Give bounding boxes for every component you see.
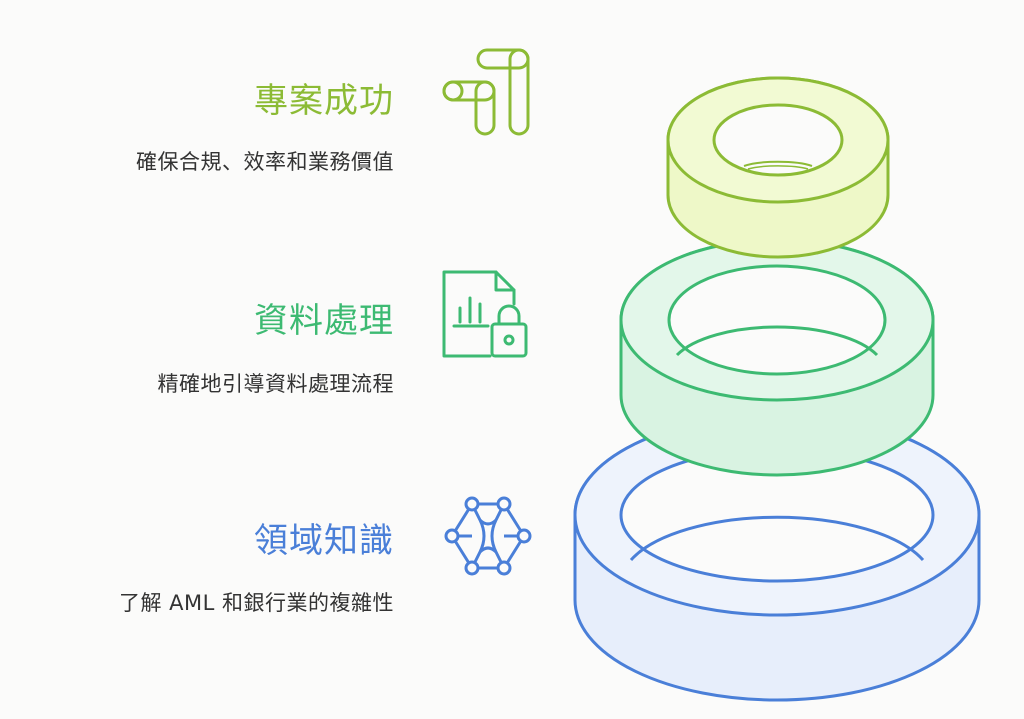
- layer-middle-description: 精確地引導資料處理流程: [158, 368, 395, 398]
- layer-bottom-description: 了解 AML 和銀行業的複雜性: [119, 587, 394, 617]
- pipeline-icon: [440, 46, 530, 136]
- ring-top: [668, 78, 888, 257]
- network-hub-icon: [440, 496, 536, 576]
- locked-chart-document-icon: [440, 268, 540, 360]
- layer-middle-title: 資料處理: [254, 293, 394, 342]
- layer-top-title: 專案成功: [254, 73, 394, 122]
- layer-bottom-title: 領域知識: [254, 513, 394, 562]
- ring-middle: [621, 240, 933, 475]
- layer-top-description: 確保合規、效率和業務價值: [136, 146, 394, 176]
